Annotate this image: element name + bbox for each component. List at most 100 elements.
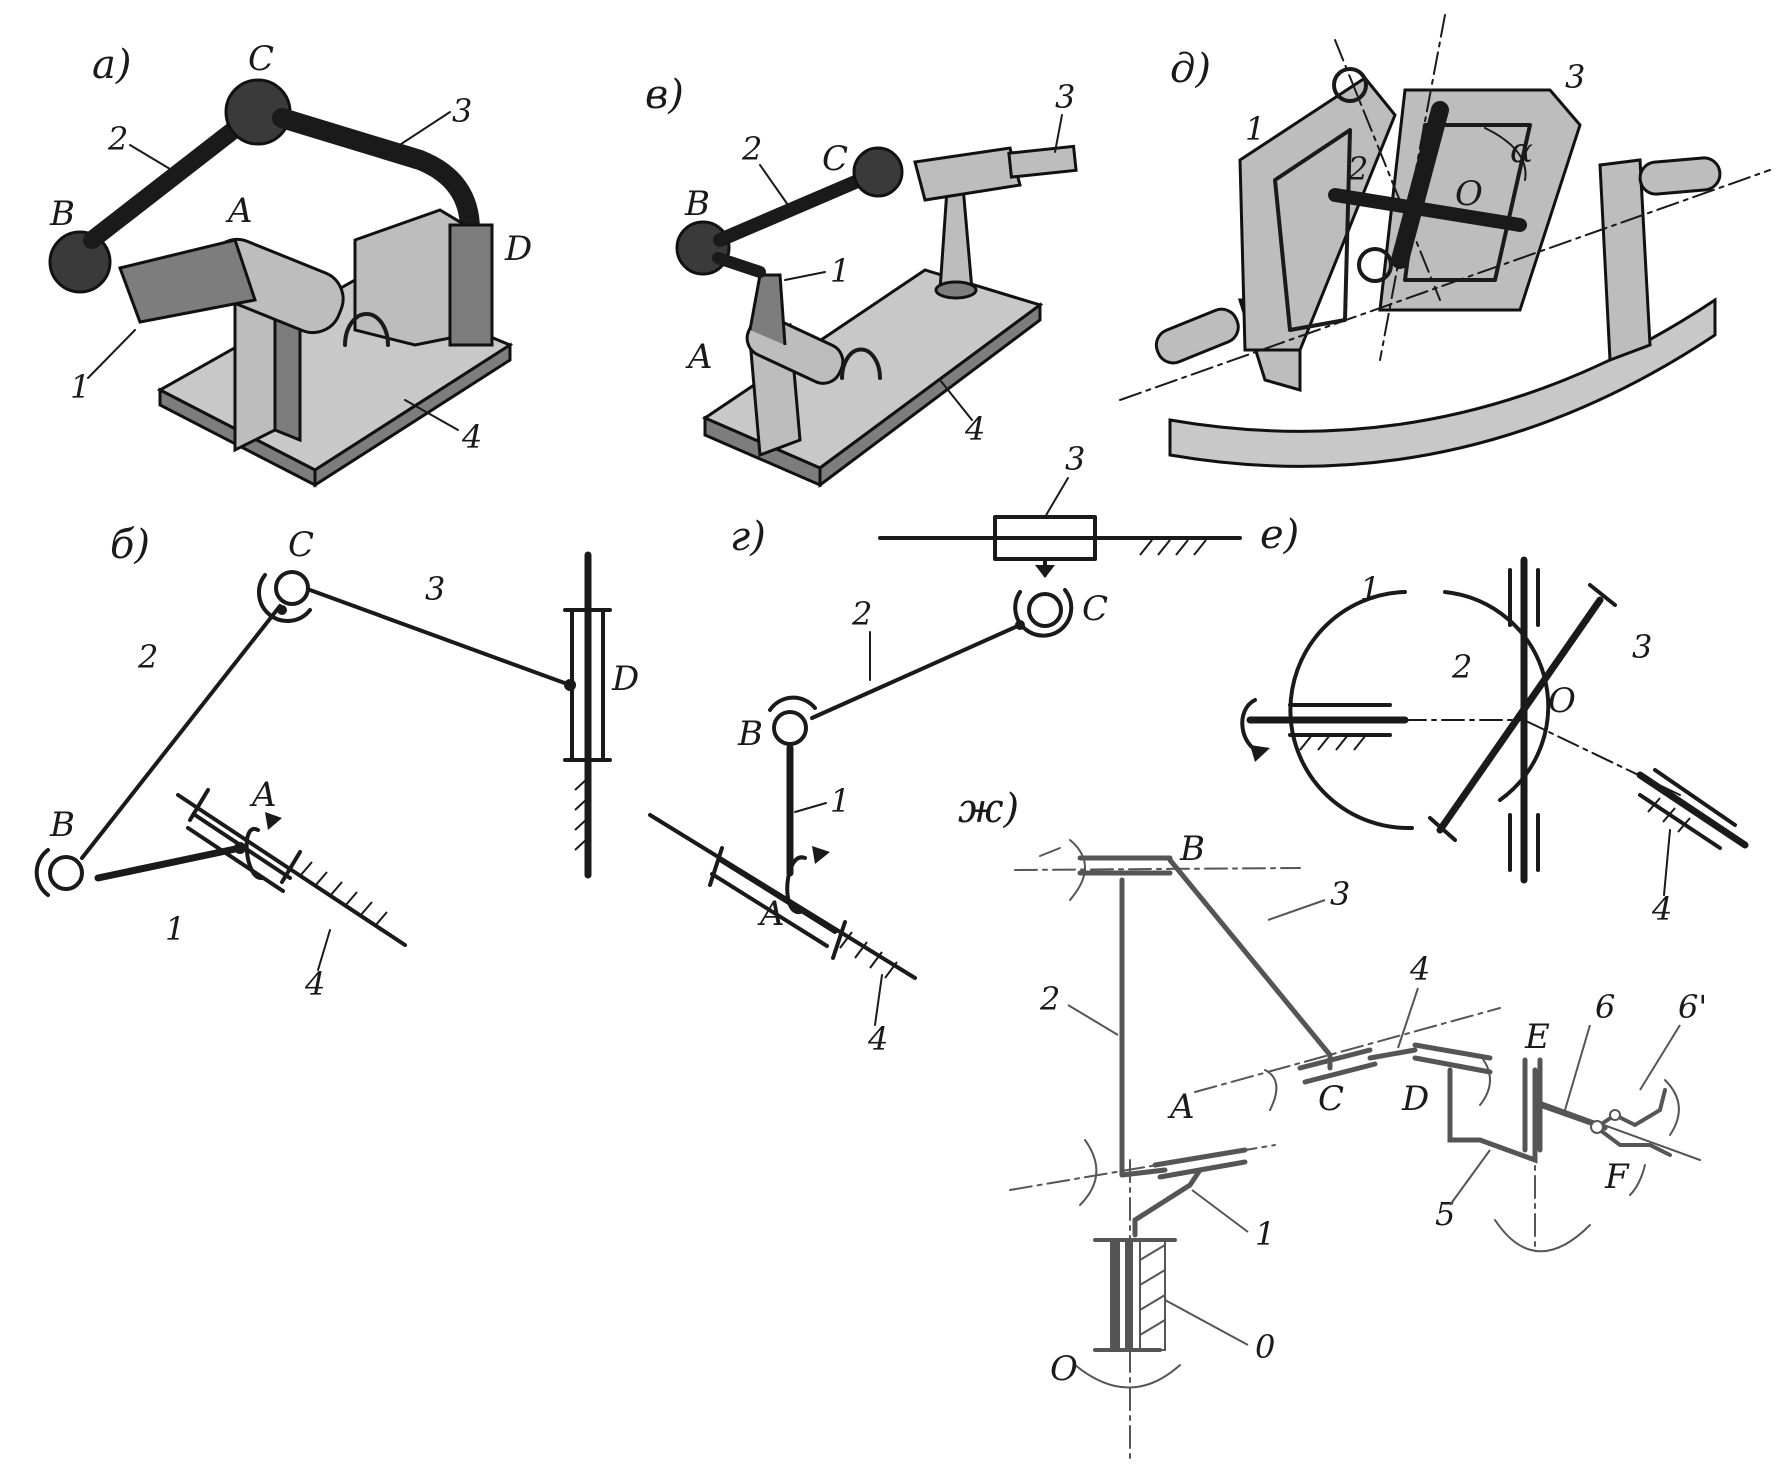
panel-g-num-2: 2 [851, 595, 872, 633]
panel-v-label-a: A [685, 337, 713, 377]
panel-b-num-4: 4 [304, 965, 325, 1003]
panel-g-label-a: A [757, 894, 785, 934]
panel-g-joint-b [772, 710, 808, 746]
panel-a-leader-2 [129, 144, 181, 176]
panel-a-label: а) [92, 42, 131, 88]
panel-b-num-1: 1 [165, 910, 185, 948]
panel-v-num-4: 4 [964, 410, 985, 448]
panel-g-num-1: 1 [830, 782, 850, 820]
panel-a-num-4: 4 [461, 418, 482, 456]
panel-a-num-1: 1 [70, 368, 90, 406]
panel-a-num-3: 3 [452, 92, 472, 130]
panel-e-ground-left-hatch [1299, 734, 1367, 751]
panel-a: а) A B C D 1 2 3 4 [48, 39, 532, 488]
panel-zh-num-6-prime: 6' [1678, 988, 1707, 1026]
panel-v-label: в) [645, 72, 684, 118]
panel-zh: ж) [958, 786, 1707, 1461]
panel-g-ground-hatch [839, 931, 898, 979]
panel-v-rod-3 [1007, 144, 1078, 179]
panel-d: д) 1 2 3 O α [1119, 14, 1771, 468]
panel-v-label-b: B [684, 184, 710, 224]
panel-g-rotation-arrow [785, 855, 807, 914]
panel-d-support-right [1598, 158, 1652, 363]
panel-d-label-alpha: α [1510, 131, 1533, 171]
panel-b-joint-c [274, 570, 310, 606]
panel-b-rotation-arrow [244, 826, 264, 880]
panel-v-num-3: 3 [1055, 78, 1075, 116]
panel-zh-label-f: F [1604, 1157, 1630, 1197]
panel-zh-link-1 [1132, 1167, 1203, 1238]
panel-e-cross-2 [1436, 596, 1604, 834]
panel-d-num-3: 3 [1565, 58, 1585, 96]
panel-e-num-3: 3 [1632, 628, 1652, 666]
panel-e-fork-1 [1288, 590, 1414, 831]
panel-g-label-b: B [737, 714, 763, 754]
panel-a-link-3 [272, 108, 480, 240]
panel-a-label-b: B [49, 194, 75, 234]
panel-v-joint-c [852, 146, 904, 198]
panel-e-num-2: 2 [1451, 648, 1472, 686]
panel-e-num-4: 4 [1651, 890, 1672, 928]
panel-g-guide-hatch [1139, 539, 1207, 556]
panel-a-leader-4 [404, 399, 459, 431]
panel-b-label-c: C [288, 525, 314, 565]
panel-d-cross-2 [1391, 101, 1449, 269]
panel-g-num-3: 3 [1065, 440, 1085, 478]
panel-zh-label-c: C [1318, 1079, 1344, 1119]
panel-zh-label-a: A [1167, 1087, 1195, 1127]
panel-zh-num-0: 0 [1255, 1328, 1275, 1366]
panel-b-ground-a-hatch [299, 861, 388, 927]
panel-g-joint-c [1027, 592, 1063, 628]
panel-b-label: б) [110, 522, 150, 568]
panel-a-leader-1 [87, 329, 136, 379]
panel-g-label: г) [730, 514, 766, 560]
panel-v-num-1: 1 [830, 252, 850, 290]
panel-d-shaft-right [1638, 156, 1722, 196]
panel-zh-base-bearing [1110, 1240, 1120, 1350]
panel-zh-num-4: 4 [1409, 950, 1430, 988]
panel-zh-num-2: 2 [1039, 980, 1060, 1018]
panel-zh-label-b: B [1179, 829, 1205, 869]
panel-zh-label: ж) [958, 786, 1019, 832]
panel-v-joint-b [675, 220, 731, 276]
panel-zh-num-1: 1 [1255, 1215, 1275, 1253]
panel-d-sector-base [1168, 297, 1717, 468]
panel-zh-label-o: O [1050, 1349, 1078, 1389]
panel-v-link-2 [713, 173, 867, 247]
panel-b-ground-d-hatch [574, 777, 589, 851]
panel-b-crank-1 [94, 844, 244, 882]
panel-v-crank-1 [748, 273, 787, 346]
panel-d-axis [1119, 169, 1771, 401]
panel-a-label-d: D [504, 229, 532, 269]
panel-g: г) A B [648, 440, 1242, 1058]
panel-b: б) [34, 522, 639, 1003]
panel-g-link-2 [810, 623, 1022, 720]
panel-v-num-2: 2 [741, 130, 762, 168]
panel-v-slider-3 [913, 146, 1022, 202]
panel-e-ground-right-hatch [1647, 797, 1691, 833]
panel-g-ground-a [648, 813, 917, 980]
panel-e-label-o: O [1548, 681, 1576, 721]
panel-b-label-d: D [611, 659, 639, 699]
panel-a-label-a: A [225, 191, 253, 231]
panel-v-label-c: C [822, 139, 848, 179]
panel-e-num-1: 1 [1360, 570, 1380, 608]
panel-e-shaft-4 [1636, 771, 1749, 849]
panel-a-crank-1 [118, 238, 257, 324]
panel-b-label-b: B [49, 805, 75, 845]
panel-d-num-1: 1 [1245, 110, 1265, 148]
panel-g-num-4: 4 [867, 1020, 888, 1058]
panel-zh-link-3 [1167, 857, 1333, 1058]
panel-a-leader-3 [394, 111, 451, 149]
panel-zh-gripper [1598, 1088, 1667, 1128]
panel-b-label-a: A [249, 775, 277, 815]
panel-a-rotation-arrow [343, 311, 390, 347]
panel-b-link-3 [308, 588, 572, 687]
panel-d-label-o: O [1455, 174, 1483, 214]
panel-e: е) 1 2 3 [1240, 512, 1749, 928]
panel-a-label-c: C [248, 39, 274, 79]
panel-zh-num-3: 3 [1330, 875, 1350, 913]
panel-zh-num-6: 6 [1595, 988, 1615, 1026]
panel-a-pivot-d [448, 223, 494, 347]
